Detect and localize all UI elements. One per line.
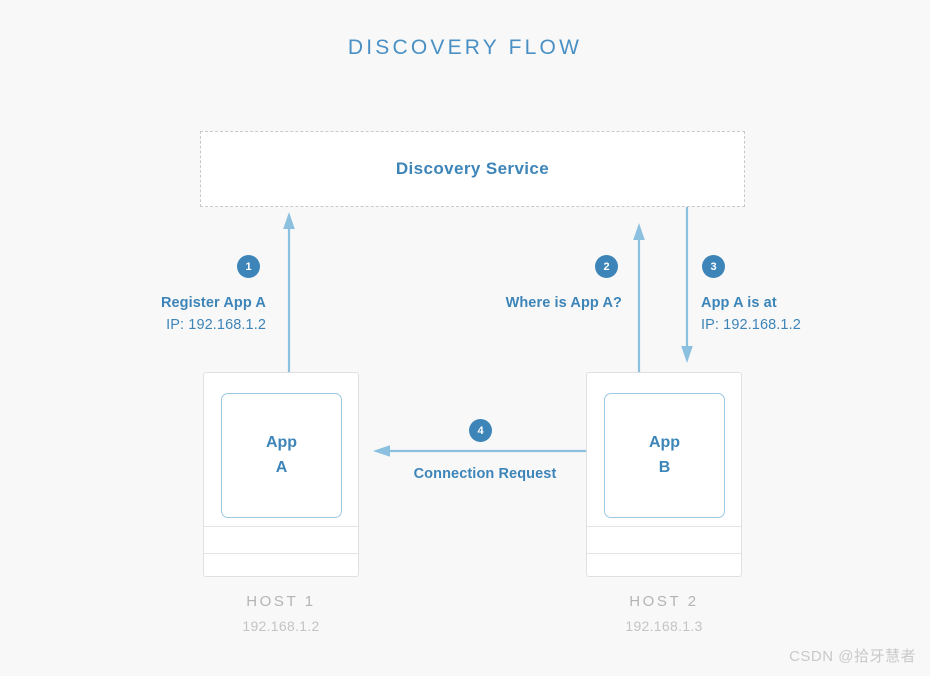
- step-label-2: Where is App A?: [400, 292, 622, 314]
- arrow-step-2: [633, 223, 645, 392]
- discovery-service-box: Discovery Service: [200, 131, 745, 207]
- discovery-service-label: Discovery Service: [395, 159, 550, 178]
- arrow-step-3: [681, 207, 693, 363]
- host-slot-divider: [587, 553, 741, 554]
- host-2-name: HOST 2: [629, 593, 699, 610]
- host-caption-2: HOST 2 192.168.1.3: [554, 593, 774, 634]
- host-box-1: App A: [203, 372, 359, 577]
- step-label-1: Register App A IP: 192.168.1.2: [34, 292, 266, 337]
- host-slot-divider: [204, 526, 358, 527]
- step-3-lead: App A is at: [701, 295, 777, 311]
- watermark: CSDN @拾牙慧者: [789, 648, 916, 665]
- app-box-a-word: App: [265, 433, 298, 451]
- host-slot-divider: [587, 526, 741, 527]
- host-caption-1: HOST 1 192.168.1.2: [171, 593, 391, 634]
- step-badge-1: 1: [237, 255, 260, 278]
- host-1-ip: 192.168.1.2: [242, 618, 320, 634]
- host-1-name: HOST 1: [246, 593, 316, 610]
- app-box-b-word: App: [648, 433, 681, 451]
- host-box-2: App B: [586, 372, 742, 577]
- app-box-a: App A: [221, 393, 342, 518]
- arrow-step-1: [283, 212, 295, 392]
- page-title: DISCOVERY FLOW: [347, 36, 583, 59]
- app-box-b-letter: B: [658, 458, 671, 476]
- step-2-lead: Where is App A?: [505, 295, 622, 311]
- step-badge-3: 3: [702, 255, 725, 278]
- step-1-lead: Register App A: [160, 295, 266, 311]
- step-4-lead: Connection Request: [413, 466, 557, 482]
- step-badge-4: 4: [469, 419, 492, 442]
- step-label-4: Connection Request: [360, 463, 610, 485]
- app-box-b: App B: [604, 393, 725, 518]
- arrow-step-4: [373, 445, 603, 457]
- step-badge-2: 2: [595, 255, 618, 278]
- step-3-sub: IP: 192.168.1.2: [701, 317, 801, 334]
- step-1-sub: IP: 192.168.1.2: [166, 317, 266, 334]
- host-slot-divider: [204, 553, 358, 554]
- step-label-3: App A is at IP: 192.168.1.2: [701, 292, 911, 337]
- host-2-ip: 192.168.1.3: [625, 618, 703, 634]
- app-box-a-letter: A: [275, 458, 288, 476]
